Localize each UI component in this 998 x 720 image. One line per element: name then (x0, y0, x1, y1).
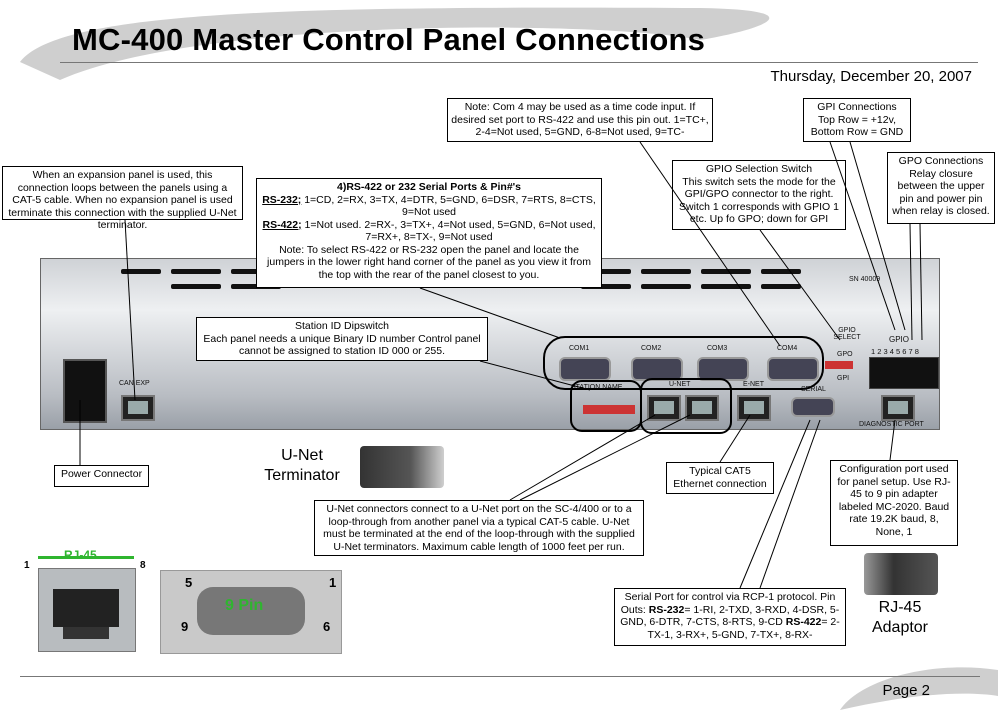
com2-port (631, 357, 683, 381)
com2-label: COM2 (641, 345, 662, 352)
power-callout: Power Connector (54, 465, 149, 487)
serial-rcp-422: RS-422 (785, 616, 822, 628)
rj45-bracket (38, 556, 134, 567)
station-name-label: STATION NAME (571, 384, 623, 391)
gpo-conn-title: GPO Connections (898, 155, 984, 167)
title-swoosh (20, 7, 770, 81)
enet-port (737, 395, 771, 421)
gpi-conn-title: GPI Connections (817, 101, 897, 113)
serial-ports-title: 4)RS-422 or 232 Serial Ports & Pin#'s (337, 181, 521, 193)
gpo-conn-text: Relay closure between the upper pin and … (892, 167, 990, 218)
unet-terminator-image (360, 446, 444, 488)
rj45-pinout: RJ-45 1 8 (24, 548, 148, 652)
page-title: MC-400 Master Control Panel Connections (72, 22, 706, 57)
cat5-callout: Typical CAT5 Ethernet connection (666, 462, 774, 494)
unet-terminator-label: U-Net Terminator (264, 447, 340, 484)
db9-title: 9 Pin (225, 597, 264, 614)
can-exp-port (121, 395, 155, 421)
db9-pin-9: 9 (181, 619, 189, 634)
com1-label: COM1 (569, 345, 590, 352)
serial-ports-callout: 4)RS-422 or 232 Serial Ports & Pin#'s RS… (256, 178, 602, 288)
gpio-label: GPIO (889, 335, 910, 344)
station-id-callout: Station ID Dipswitch Each panel needs a … (196, 317, 488, 361)
diagnostic-port (881, 395, 915, 421)
gpio-connector (869, 357, 939, 389)
rs232-text: 1=CD, 2=RX, 3=TX, 4=DTR, 5=GND, 6=DSR, 7… (301, 193, 596, 219)
rs422-text: 1=Not used. 2=RX-, 3=TX+, 4=Not used, 5=… (301, 218, 596, 244)
db9-shell (197, 587, 305, 635)
rj45-adaptor-image (864, 553, 938, 595)
db9-pinout: 9 Pin 5 1 9 6 (160, 570, 342, 654)
gpio-switch-callout: GPIO Selection Switch This switch sets t… (672, 160, 846, 230)
config-port-callout: Configuration port used for panel setup.… (830, 460, 958, 546)
com3-port (697, 357, 749, 381)
db9-pin-1: 1 (329, 575, 337, 590)
gpi-connections-callout: GPI Connections Top Row = +12v, Bottom R… (803, 98, 911, 142)
rs232-label: RS-232; (262, 193, 302, 206)
station-dipswitch (583, 405, 635, 414)
rj45-adaptor-label: RJ-45 Adaptor (871, 599, 929, 636)
rj45-pin-8: 8 (140, 560, 146, 571)
serial-label: SERIAL (801, 386, 826, 393)
page-number: Page 2 (882, 682, 930, 699)
serial-rcp-text-b: = 1-RI, 2-TXD, 3-RXD, 4-DSR, 5-GND, 6-DT… (620, 603, 840, 629)
com4-note-callout: Note: Com 4 may be used as a time code i… (447, 98, 713, 142)
serial-rcp-text-a: Serial Port for control via RCP-1 protoc… (620, 591, 836, 616)
gpi-small-label: GPI (837, 375, 850, 382)
gpio-switch-text: This switch sets the mode for the GPI/GP… (679, 175, 839, 226)
can-exp-label: CAN EXP (119, 380, 150, 387)
rj45-jack (38, 568, 136, 652)
gpio-dipswitch (825, 361, 853, 369)
footer-rule (20, 676, 980, 677)
unet-label: U-NET (669, 381, 691, 388)
station-id-title: Station ID Dipswitch (295, 320, 389, 332)
serial-port (791, 397, 835, 417)
station-id-text: Each panel needs a unique Binary ID numb… (203, 332, 481, 358)
footer-swoosh (840, 667, 998, 710)
gpio-select-label: GPIO SELECT (833, 327, 861, 341)
serial-ports-note: Note: To select RS-422 or RS-232 open th… (267, 243, 591, 281)
unet-highlight (640, 378, 732, 434)
gpo-connections-callout: GPO Connections Relay closure between th… (887, 152, 995, 224)
db9-pin-5: 5 (185, 575, 193, 590)
station-highlight (570, 380, 642, 432)
title-rule (60, 62, 978, 63)
gpio-switch-title: GPIO Selection Switch (705, 163, 813, 175)
expansion-callout: When an expansion panel is used, this co… (2, 166, 243, 231)
serial-rcp-232: RS-232 (648, 603, 685, 616)
unet-port-2 (685, 395, 719, 421)
enet-label: E-NET (743, 381, 764, 388)
unet-connectors-callout: U-Net connectors connect to a U-Net port… (314, 500, 644, 556)
rj45-pin-1: 1 (24, 560, 30, 571)
gpio-numbers: 1 2 3 4 5 6 7 8 (871, 347, 919, 356)
com4-label: COM4 (777, 345, 798, 352)
serial-number-label: SN 40009 (849, 276, 881, 283)
power-inlet (63, 359, 107, 423)
com3-label: COM3 (707, 345, 728, 352)
date-text: Thursday, December 20, 2007 (770, 68, 973, 85)
gpi-conn-text: Top Row = +12v, Bottom Row = GND (810, 113, 904, 139)
diagnostic-label: DIAGNOSTIC PORT (859, 421, 924, 428)
serial-rcp-text-c: = 2-TX-1, 3-RX+, 5-GND, 7-TX+, 8-RX- (647, 616, 840, 641)
db9-pin-6: 6 (323, 619, 331, 634)
serial-rcp-callout: Serial Port for control via RCP-1 protoc… (614, 588, 846, 646)
rs422-label: RS-422; (262, 218, 302, 231)
gpo-small-label: GPO (837, 351, 853, 358)
